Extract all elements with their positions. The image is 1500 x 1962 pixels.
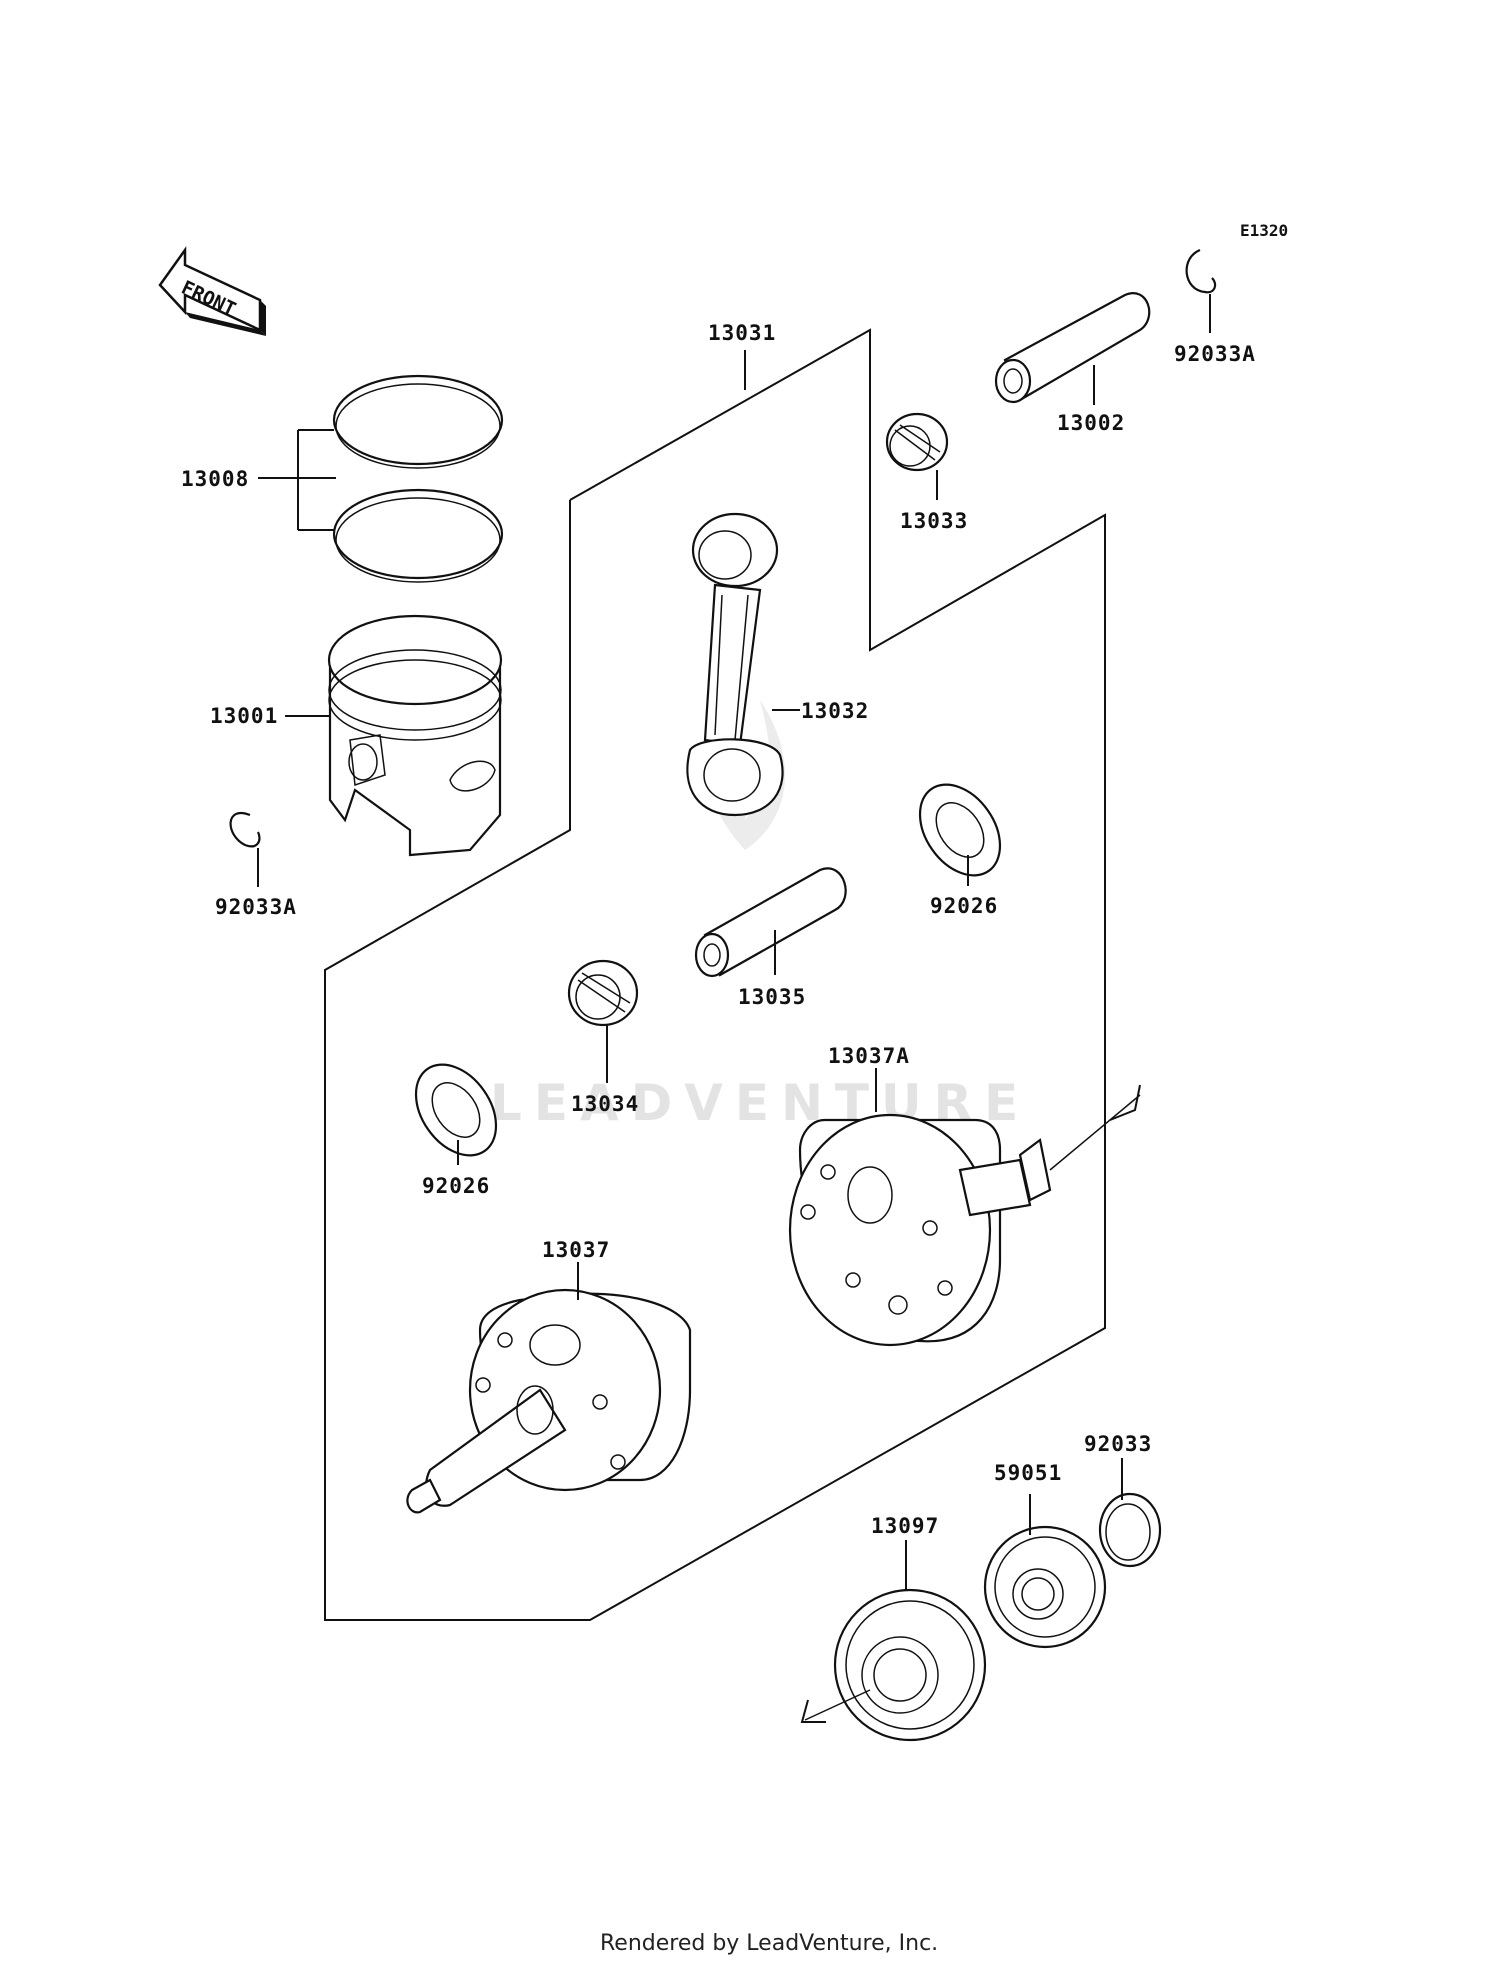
thrust-washer-left xyxy=(414,1063,498,1157)
big-end-bearing xyxy=(567,959,639,1027)
piston-rings xyxy=(258,374,504,583)
piston xyxy=(327,614,503,857)
circlip-left xyxy=(229,811,261,848)
part-label-13097: 13097 xyxy=(871,1514,939,1538)
part-label-13037: 13037 xyxy=(542,1238,610,1262)
part-label-92026-left: 92026 xyxy=(422,1174,490,1198)
crankshaft-left-half xyxy=(406,1288,692,1514)
assembly-outline xyxy=(324,328,1106,1621)
piston-pin xyxy=(994,292,1151,404)
gear-13097 xyxy=(800,1588,987,1742)
part-label-92026-right: 92026 xyxy=(930,894,998,918)
small-end-bearing xyxy=(885,412,949,472)
part-label-59051: 59051 xyxy=(994,1461,1062,1485)
gear-59051 xyxy=(983,1525,1107,1649)
thrust-washer-right xyxy=(918,783,1002,877)
connecting-rod xyxy=(686,512,784,817)
circlip-right xyxy=(1185,248,1217,294)
circlip-gear xyxy=(1098,1492,1162,1568)
part-label-13035: 13035 xyxy=(738,985,806,1009)
part-label-13033: 13033 xyxy=(900,509,968,533)
part-label-13001: 13001 xyxy=(210,704,278,728)
part-label-13002: 13002 xyxy=(1057,411,1125,435)
part-label-13034: 13034 xyxy=(571,1092,639,1116)
part-label-13008: 13008 xyxy=(181,467,249,491)
part-label-92033A-right: 92033A xyxy=(1174,342,1256,366)
part-label-92033A-left: 92033A xyxy=(215,895,297,919)
part-label-92033: 92033 xyxy=(1084,1432,1152,1456)
crankshaft-right-half xyxy=(788,1084,1141,1347)
part-label-13037A: 13037A xyxy=(828,1044,910,1068)
part-label-13032: 13032 xyxy=(801,699,869,723)
diagram-code: E1320 xyxy=(1240,221,1288,240)
crank-pin xyxy=(694,867,847,978)
footer-credit: Rendered by LeadVenture, Inc. xyxy=(600,1931,938,1956)
front-arrow-icon: FRONT xyxy=(158,246,266,336)
part-label-13031: 13031 xyxy=(708,321,776,345)
